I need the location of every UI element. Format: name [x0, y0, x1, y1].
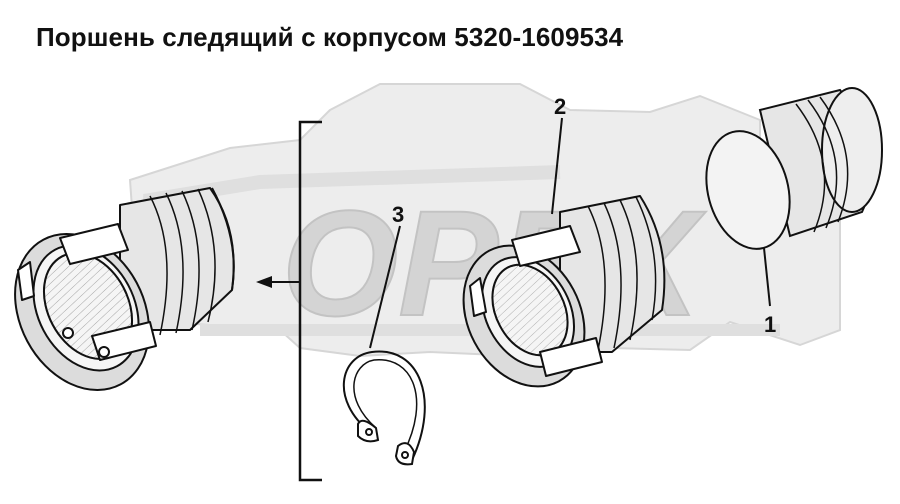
assembly-arrow — [256, 276, 300, 288]
callout-3: 3 — [369, 202, 404, 349]
callout-2: 2 — [551, 94, 566, 215]
page-title: Поршень следящий с корпусом 5320-1609534 — [36, 22, 624, 52]
assembled-housing — [14, 187, 235, 392]
callout-1-label: 1 — [764, 312, 776, 337]
callout-2-label: 2 — [554, 94, 566, 119]
callout-1: 1 — [763, 247, 776, 337]
callout-3-label: 3 — [392, 202, 404, 227]
piston-part — [705, 87, 883, 250]
group-bracket — [298, 120, 322, 482]
retaining-ring-part — [343, 350, 426, 466]
housing-part — [462, 195, 666, 388]
